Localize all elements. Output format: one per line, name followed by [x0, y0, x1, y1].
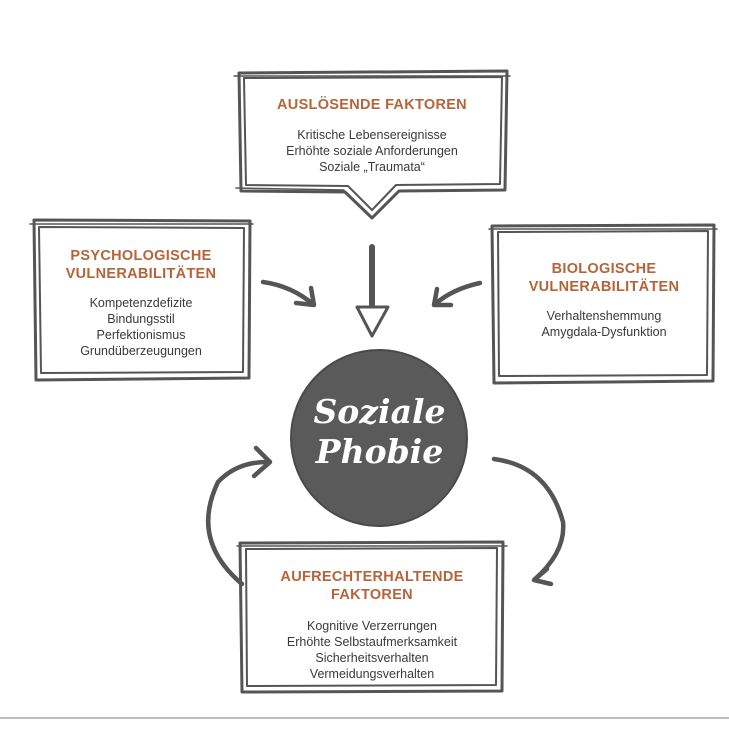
biological-title: BIOLOGISCHE VULNERABILITÄTEN — [504, 260, 704, 296]
psychological-frame — [29, 218, 254, 382]
psychological-title-line1: PSYCHOLOGISCHE — [70, 248, 212, 264]
arrow-down — [355, 244, 390, 338]
center-circle-outline — [290, 349, 468, 527]
center-circle — [291, 350, 467, 526]
maintaining-item: Erhöhte Selbstaufmerksamkeit — [286, 635, 458, 649]
maintaining-item: Kognitive Verzerrungen — [307, 619, 437, 633]
center-label-line1: Soziale — [313, 392, 446, 431]
psychological-title: PSYCHOLOGISCHE VULNERABILITÄTEN — [46, 247, 236, 283]
arrow-right-in — [431, 280, 483, 308]
maintaining-box: AUFRECHTERHALTENDE FAKTOREN Kognitive Ve… — [252, 568, 492, 682]
psychological-item: Bindungsstil — [107, 312, 175, 326]
maintaining-item: Sicherheitsverhalten — [315, 651, 429, 665]
arrow-left-in — [260, 279, 317, 308]
maintaining-title: AUFRECHTERHALTENDE FAKTOREN — [252, 568, 492, 604]
biological-title-line2: VULNERABILITÄTEN — [528, 279, 680, 295]
triggers-frame — [233, 69, 511, 220]
triggers-item: Soziale „Traumata“ — [319, 160, 425, 174]
maintaining-item: Vermeidungsverhalten — [309, 667, 435, 681]
psychological-title-line2: VULNERABILITÄTEN — [65, 266, 217, 282]
biological-box: BIOLOGISCHE VULNERABILITÄTEN Verhaltensh… — [504, 260, 704, 340]
arrow-loop-left — [205, 445, 273, 587]
biological-item: Amygdala-Dysfunktion — [541, 325, 667, 339]
psychological-item: Kompetenzdefizite — [89, 296, 193, 310]
psychological-item: Grundüberzeugungen — [80, 344, 202, 358]
psychological-item: Perfektionismus — [96, 328, 186, 342]
arrow-loop-right — [491, 456, 566, 587]
triggers-title: AUSLÖSENDE FAKTOREN — [277, 97, 467, 113]
maintaining-title-line1: AUFRECHTERHALTENDE — [280, 569, 464, 585]
center-label-line2: Phobie — [315, 432, 444, 471]
biological-item: Verhaltenshemmung — [546, 309, 662, 323]
maintaining-title-line2: FAKTOREN — [331, 587, 413, 603]
triggers-box: AUSLÖSENDE FAKTOREN Kritische Lebenserei… — [252, 96, 492, 175]
maintaining-frame — [236, 540, 508, 694]
triggers-item: Erhöhte soziale Anforderungen — [286, 144, 458, 158]
psychological-box: PSYCHOLOGISCHE VULNERABILITÄTEN Kompeten… — [46, 247, 236, 359]
triggers-item: Kritische Lebensereignisse — [297, 128, 447, 142]
center-label: Soziale Phobie — [292, 392, 467, 472]
biological-title-line1: BIOLOGISCHE — [551, 261, 657, 277]
biological-frame — [488, 223, 718, 385]
